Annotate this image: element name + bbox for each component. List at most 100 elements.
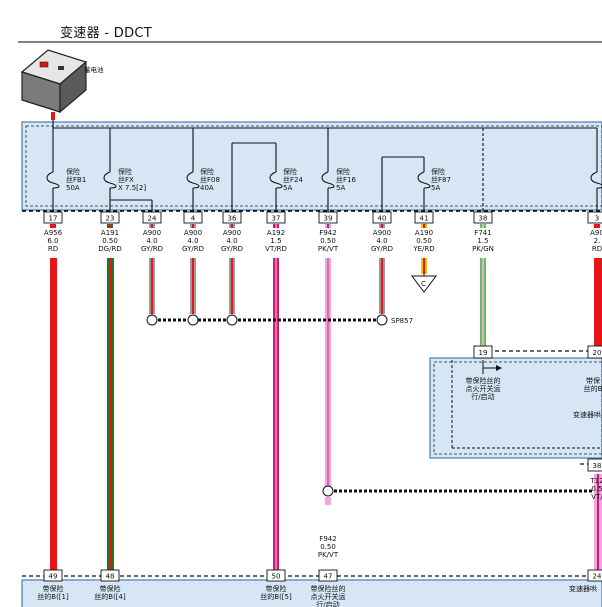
fuse-icon (321, 171, 335, 189)
module-mid-labels: 带保险丝的 点火开关运 行/启动 带保 丝的B 变速器哄 (466, 376, 602, 419)
fuse-labels: 保险 丝FB1 50A 保险 丝FX X 7.5[2] 保险 丝F08 40A … (66, 167, 451, 192)
wire-stub-stripe (423, 224, 425, 228)
bottom-module-label: 丝的B([1] (37, 592, 69, 601)
wire-stub-stripe (109, 224, 111, 228)
top-pin-label: 40 (378, 215, 387, 223)
wire-color: PK/GN (472, 245, 494, 253)
wire-stub-stripe (327, 224, 329, 228)
connector-c-label: C (421, 280, 426, 288)
fuse-icon (46, 171, 60, 189)
top-pin-label: 37 (272, 215, 281, 223)
fuse-label: 保险 (118, 167, 132, 176)
wire-code: A192 (267, 229, 285, 237)
fuse-label: 丝FB1 (66, 175, 86, 184)
bottom-pin-box (587, 569, 602, 582)
splice-node-icon (187, 314, 199, 326)
module-label: 带保 (586, 376, 600, 385)
fuse-label: 5A (431, 184, 440, 192)
fuse-label: 保险 (336, 167, 350, 176)
wire-color: VT/ (591, 493, 602, 501)
fuse-label: 40A (200, 184, 214, 192)
fuse-icon (417, 171, 431, 189)
module-label: 变速器哄 (573, 410, 601, 419)
top-pin-box (473, 211, 493, 224)
wire-stub-stripe (52, 224, 54, 228)
wire-color: RD (592, 245, 602, 253)
wire-code: F741 (474, 229, 491, 237)
wire-color: DG/RD (98, 245, 121, 253)
bottom-pin-box (100, 569, 120, 582)
wire-stub-stripe (275, 224, 277, 228)
fuse-label: 保险 (283, 167, 297, 176)
wire-gauge: 0.50 (320, 237, 336, 245)
fuse-symbols (46, 171, 602, 189)
top-pin-box (43, 211, 63, 224)
wire-gauge: 0.50 (416, 237, 432, 245)
bottom-module (21, 579, 602, 607)
module-label: 带保险丝的 (466, 376, 501, 385)
top-pin-label: 38 (479, 215, 488, 223)
module-label: 点火开关运 (466, 384, 501, 393)
wire-code: F942 (319, 535, 336, 543)
fuse-label: 丝F08 (200, 175, 220, 184)
splice-label: SP857 (391, 317, 413, 325)
wire-code: A191 (101, 229, 119, 237)
bottom-pin-label: 24 (593, 573, 602, 581)
wire-color: GY/RD (371, 245, 393, 253)
wire-gauge: 2. (594, 237, 601, 245)
wire-stub-stripe (231, 224, 233, 228)
top-pin-label: 36 (228, 215, 237, 223)
wire-gauge: 6.0 (47, 237, 58, 245)
top-pin-box (318, 211, 338, 224)
splice-sp857 (146, 314, 388, 326)
wire-stub-stripe (192, 224, 194, 228)
fuse-label: 保险 (431, 167, 445, 176)
wire-code: A900 (373, 229, 391, 237)
top-pin-box (142, 211, 162, 224)
bottom-pin-box (318, 569, 338, 582)
bottom-pin-label: 49 (49, 573, 58, 581)
fuse-label: 保险 (66, 167, 80, 176)
top-pin-label: 39 (324, 215, 333, 223)
wire-color: PK/VT (318, 551, 339, 559)
wire-code: A900 (223, 229, 241, 237)
wire-code: A900 (143, 229, 161, 237)
wire-code: A90 (590, 229, 602, 237)
wires (50, 258, 602, 600)
module-label: 丝的B (584, 384, 602, 393)
wire-stub-stripe (151, 224, 153, 228)
wire-gauge: 1.5 (477, 237, 488, 245)
bottom-pin-label: 47 (324, 573, 333, 581)
splice-node-icon (146, 314, 158, 326)
wire-color: GY/RD (182, 245, 204, 253)
top-pin-label: 23 (106, 215, 115, 223)
top-pin-box (587, 211, 602, 224)
top-pin-box (100, 211, 120, 224)
top-pin-box (222, 211, 242, 224)
top-pin-label: 17 (49, 215, 58, 223)
pin-label: 19 (479, 349, 488, 357)
wire-color: VT/RD (265, 245, 287, 253)
top-pin-label: 24 (148, 215, 157, 223)
wire-gauge: 4.0 (376, 237, 387, 245)
wire-gauge: 4.0 (187, 237, 198, 245)
wire-color: GY/RD (141, 245, 163, 253)
fuse-label: 丝FX (118, 175, 134, 184)
wire-color: PK/VT (318, 245, 339, 253)
splice-node-icon (376, 314, 388, 326)
wire-color: GY/RD (221, 245, 243, 253)
wire-code: A900 (184, 229, 202, 237)
bottom-pin-box (266, 569, 286, 582)
wire-a956 (50, 258, 57, 600)
wire-code: A190 (415, 229, 433, 237)
top-pin-box (372, 211, 392, 224)
wire-code: F942 (319, 229, 336, 237)
bottom-module-label: 带保险 (43, 584, 64, 593)
bottom-pin-row: 49带保险丝的B([1]48带保险丝的B([4]50带保险丝的B([5]47带保… (37, 569, 602, 607)
ground-triangle-icon (411, 274, 437, 293)
wire-gauge: 0.50 (102, 237, 118, 245)
wire-gauge: 4.0 (226, 237, 237, 245)
page-title: 变速器 - DDCT (60, 26, 152, 41)
wire-stub-stripe (381, 224, 383, 228)
